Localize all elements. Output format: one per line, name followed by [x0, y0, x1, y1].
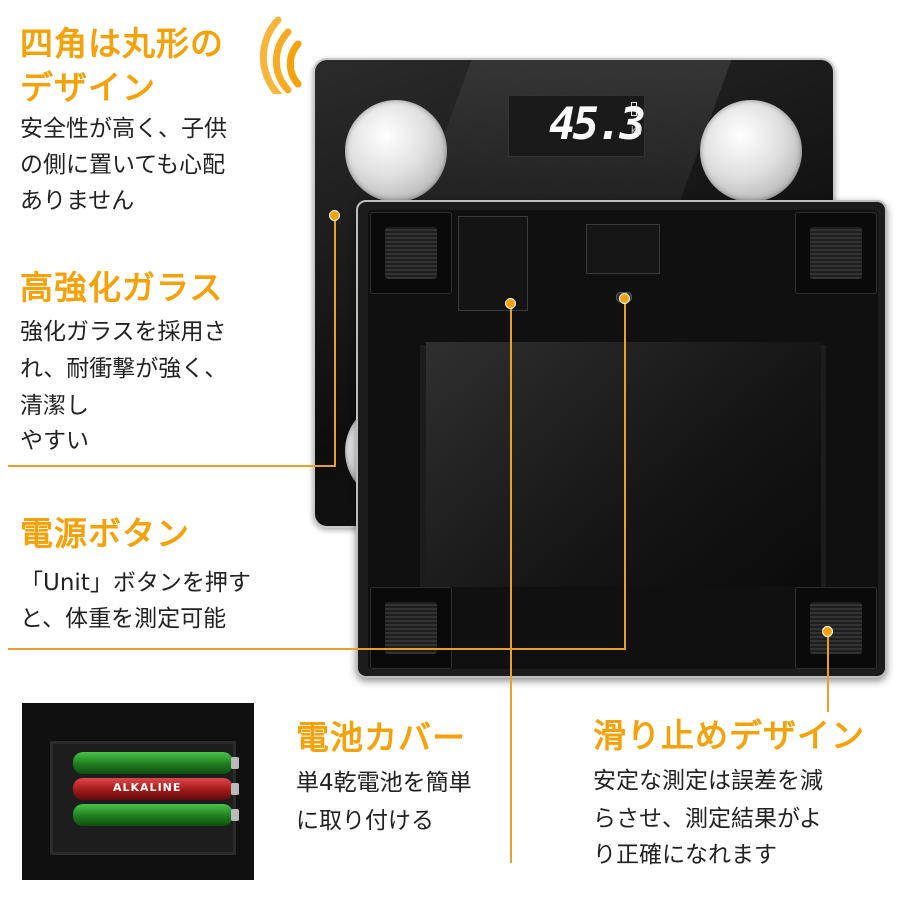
antislip-foot-bottom-right [795, 587, 877, 669]
feature-power-body-1: 「Unit」ボタンを押す [20, 570, 251, 596]
callout-line-glass [8, 465, 336, 467]
battery-brand-text: ALKALINE [113, 781, 182, 794]
callout-line-antislip [827, 632, 829, 712]
callout-line-glass-vertical [334, 216, 336, 467]
battery-level-icon [631, 102, 637, 116]
aaa-battery-2: ALKALINE [73, 778, 239, 800]
feature-power-body-2: と、体重を測定可能 [20, 606, 227, 632]
feature-battery-title: 電池カバー [296, 718, 466, 757]
feature-rounded-body-3: ありません [20, 188, 135, 214]
feature-glass-body-4: やすい [20, 428, 89, 454]
aaa-battery-3 [73, 804, 239, 826]
feature-glass-body-2: れ、耐衝撃が強く、 [20, 356, 228, 382]
feature-power-title: 電源ボタン [20, 514, 190, 553]
battery-compartment-photo: ALKALINE [22, 703, 254, 880]
wireless-signal-icon [259, 16, 302, 94]
callout-dot-antislip [822, 626, 833, 637]
aaa-battery-1 [73, 752, 239, 774]
feature-rounded-title-line1: 四角は丸形の [20, 24, 224, 63]
feature-glass-title: 高強化ガラス [20, 268, 224, 307]
callout-line-power [8, 648, 626, 650]
lcd-display: 45.3 kg [508, 95, 646, 157]
antislip-foot-top-left [370, 212, 452, 294]
feature-battery-body-2: に取り付ける [296, 808, 434, 834]
electrode-top-left [345, 100, 447, 202]
feature-rounded-title-line2: デザイン [20, 68, 156, 107]
callout-line-battery [510, 303, 512, 863]
frame-left [368, 342, 420, 590]
feature-battery-body-1: 単4乾電池を簡単 [296, 770, 472, 796]
feature-antislip-body-1: 安定な測定は誤差を減 [593, 768, 823, 794]
electrode-top-right [700, 100, 802, 202]
battery-well: ALKALINE [50, 741, 239, 855]
feature-antislip-body-3: り正確になれます [593, 842, 777, 868]
feature-antislip-title: 滑り止めデザイン [593, 716, 865, 755]
antislip-foot-top-right [795, 212, 877, 294]
feature-glass-body-1: 強化ガラスを採用さ [20, 319, 227, 345]
tempered-glass-panel [426, 342, 821, 587]
feature-rounded-body-1: 安全性が高く、子供 [20, 116, 227, 142]
battery-cover[interactable] [458, 216, 528, 311]
callout-dot-battery [505, 298, 516, 309]
feature-rounded-body-2: の側に置いても心配 [20, 152, 226, 178]
frame-bottom [368, 587, 878, 669]
callout-line-power-vertical [624, 298, 626, 650]
feature-glass-body-3: 清潔し [20, 393, 89, 419]
feature-antislip-body-2: らさせ、測定結果がよ [593, 806, 822, 832]
antislip-foot-bottom-left [370, 587, 452, 669]
callout-dot-glass [329, 210, 340, 221]
callout-dot-power [619, 293, 630, 304]
frame-right [826, 342, 878, 590]
scale-back-view [356, 200, 887, 678]
weight-unit: kg [631, 126, 642, 136]
weight-readout: 45.3 [549, 99, 646, 150]
spec-label-plate [586, 224, 660, 274]
